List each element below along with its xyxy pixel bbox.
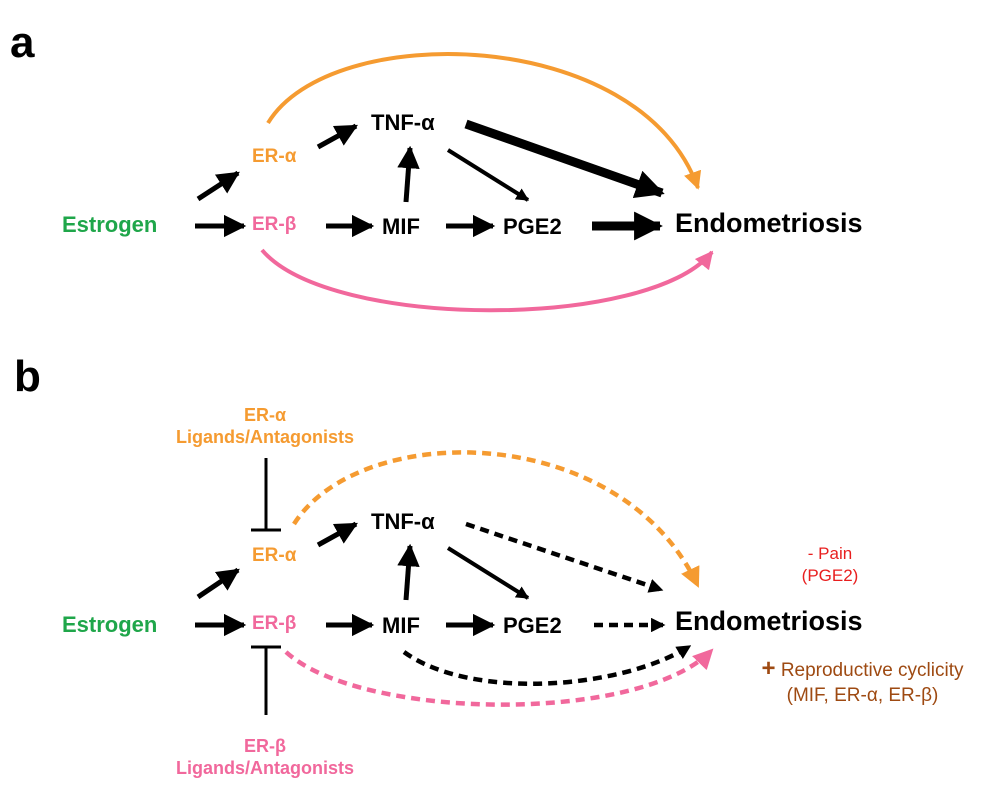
panel-b-estrogen: Estrogen xyxy=(62,612,158,637)
dotted-curve-b-er-beta-endometriosis xyxy=(284,648,714,707)
er-alpha-ligand-line1: ER-α xyxy=(243,405,287,425)
dotted-b-tnf-endometriosis xyxy=(465,521,664,593)
arrow-a-estrogen-er-alpha xyxy=(196,170,240,202)
er-beta-ligand-line2: Ligands/Antagonists xyxy=(175,758,354,778)
panel-a-mif: MIF xyxy=(382,214,420,239)
curve-a-er-alpha-endometriosis xyxy=(266,52,702,190)
panel-b-tnf: TNF-α xyxy=(371,509,435,534)
inhibit-er-alpha xyxy=(251,458,281,532)
panel-b-er-alpha: ER-α xyxy=(252,545,297,566)
er-beta-ligand-line1: ER-β xyxy=(244,736,286,756)
arrow-b-tnf-pge2 xyxy=(446,546,530,600)
arrow-a-tnf-endometriosis xyxy=(464,119,665,198)
panel-a-er-alpha: ER-α xyxy=(252,146,297,167)
panel-a-pge2: PGE2 xyxy=(503,214,562,239)
panel-b-mif: MIF xyxy=(382,613,420,638)
panel-b-er-alpha-ligands: ER-α Ligands/Antagonists xyxy=(140,404,390,448)
panel-a-estrogen: Estrogen xyxy=(62,212,158,237)
cyclicity-line2: (MIF, ER-α, ER-β) xyxy=(786,685,939,706)
arrow-b-estrogen-er-alpha xyxy=(196,567,240,600)
pain-note: - Pain (PGE2) xyxy=(770,543,890,587)
inhibit-er-beta xyxy=(251,645,281,715)
panel-b-er-beta: ER-β xyxy=(252,613,297,634)
dotted-curve-b-er-alpha-endometriosis xyxy=(292,450,701,588)
arrow-a-tnf-pge2 xyxy=(446,148,530,202)
panel-b-pge2: PGE2 xyxy=(503,613,562,638)
panel-a-tnf: TNF-α xyxy=(371,110,435,135)
arrow-b-er-alpha-tnf xyxy=(316,521,358,548)
dotted-b-mif-endometriosis xyxy=(402,644,692,686)
arrow-a-mif-tnf xyxy=(397,145,420,203)
arrow-a-er-alpha-tnf xyxy=(316,123,358,150)
cyclicity-text: Reproductive cyclicity xyxy=(780,660,964,681)
panel-a-er-beta: ER-β xyxy=(252,214,297,235)
cyclicity-note: + Reproductive cyclicity (MIF, ER-α, ER-… xyxy=(730,656,995,708)
cyclicity-line1: + Reproductive cyclicity xyxy=(730,656,995,683)
pain-line1: - Pain xyxy=(807,544,853,563)
curve-a-er-beta-endometriosis xyxy=(260,248,714,313)
panel-b-er-beta-ligands: ER-β Ligands/Antagonists xyxy=(140,735,390,779)
arrow-b-mif-tnf xyxy=(397,543,420,601)
panel-b-label: b xyxy=(14,352,41,401)
panel-b-endometriosis: Endometriosis xyxy=(675,606,863,636)
er-alpha-ligand-line2: Ligands/Antagonists xyxy=(175,427,354,447)
panel-a-label: a xyxy=(10,18,35,67)
plus-sign: + xyxy=(761,655,776,682)
pain-line2: (PGE2) xyxy=(801,566,859,585)
panel-a-endometriosis: Endometriosis xyxy=(675,208,863,238)
